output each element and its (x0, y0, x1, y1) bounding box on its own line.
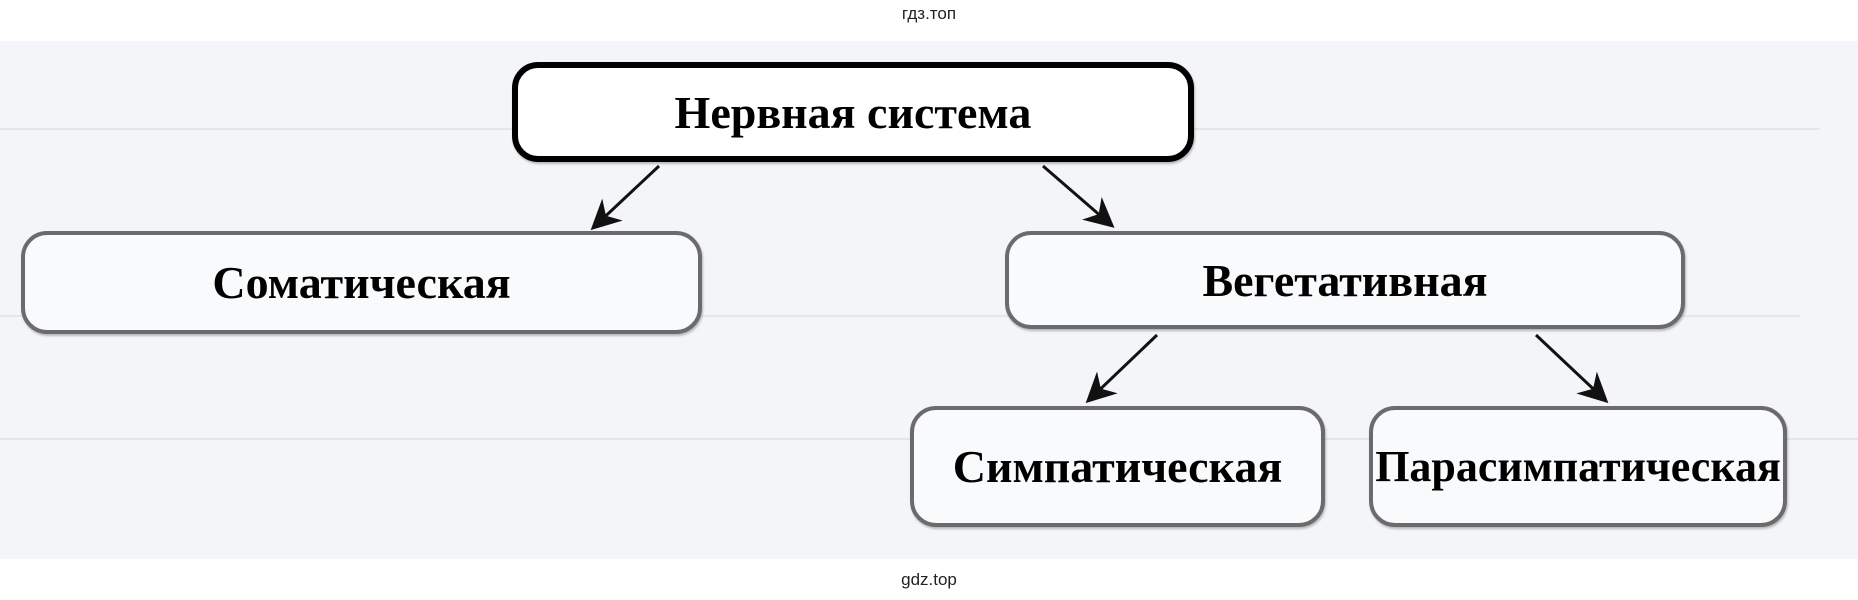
arrow-root-vegetative (1042, 164, 1115, 228)
arrow-vegetative-sympathetic (1085, 333, 1159, 404)
watermark-bottom: gdz.top (901, 570, 957, 589)
arrow-root-somatic (590, 164, 661, 231)
node-nervous-system: Нервная система (512, 62, 1194, 162)
node-somatic: Соматическая (21, 231, 702, 334)
watermark-top: гдз.топ (901, 4, 957, 23)
node-vegetative: Вегетативная (1005, 231, 1685, 329)
node-sympathetic: Симпатическая (910, 406, 1325, 527)
arrow-vegetative-parasympathetic (1534, 333, 1609, 404)
node-parasympathetic: Парасимпатическая (1369, 406, 1787, 527)
background-line (0, 315, 1800, 317)
